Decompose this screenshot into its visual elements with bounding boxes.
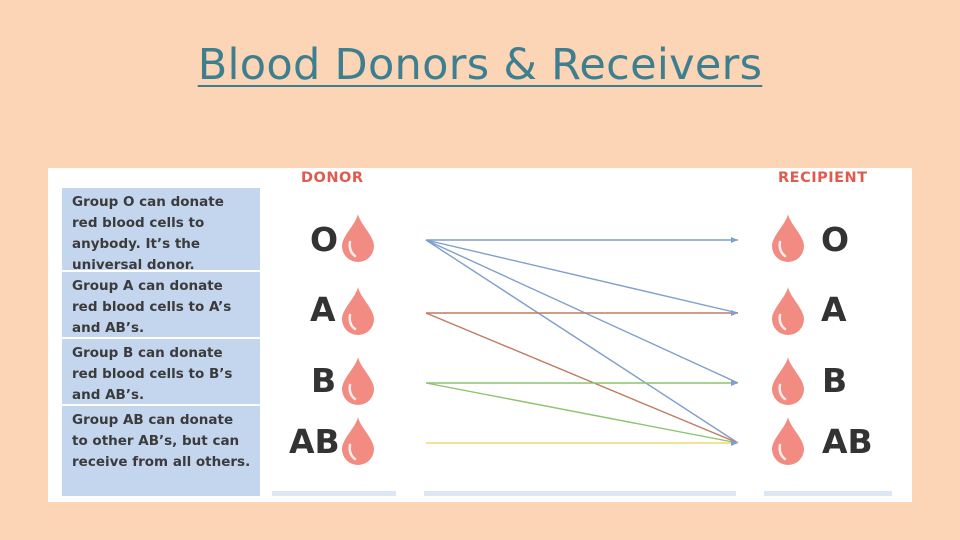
divider	[62, 404, 260, 406]
description-group-a: Group A can donate red blood cells to A’…	[72, 278, 232, 336]
donor-header: DONOR	[301, 170, 364, 186]
arrowhead	[731, 310, 738, 316]
arrowhead	[731, 380, 738, 386]
arrowhead	[731, 237, 738, 243]
donor-label-o: O	[310, 220, 339, 259]
description-group-b: Group B can donate red blood cells to B’…	[72, 345, 233, 403]
blood-drop-icon	[772, 214, 804, 262]
connection-b-to-ab	[425, 382, 739, 444]
connection-o-to-ab	[425, 239, 739, 444]
blood-drop-icon	[342, 417, 374, 465]
recipient-label-ab: AB	[822, 422, 873, 461]
donor-recipient-diagram: Group O can donate red blood cells to an…	[48, 168, 912, 502]
donor-label-b: B	[311, 361, 337, 400]
connection-o-to-a	[425, 239, 739, 314]
description-group-o: Group O can donate red blood cells to an…	[72, 194, 224, 273]
connection-lines	[425, 237, 739, 446]
recipient-label-o: O	[821, 220, 850, 259]
donor-label-ab: AB	[289, 422, 340, 461]
connection-a-to-ab	[425, 312, 739, 444]
divider	[62, 337, 260, 339]
description-group-ab: Group AB can donate to other AB’s, but c…	[72, 412, 251, 470]
blood-drop-icon	[772, 287, 804, 335]
donor-label-a: A	[310, 290, 336, 329]
blood-drop-icon	[772, 357, 804, 405]
connection-o-to-b	[425, 239, 739, 384]
blood-drop-icon	[342, 287, 374, 335]
description-panel: Group O can donate red blood cells to an…	[62, 188, 260, 496]
bottom-strip	[272, 491, 396, 496]
blood-drop-icon	[342, 357, 374, 405]
recipient-header: RECIPIENT	[778, 170, 868, 186]
blood-drop-icon	[342, 214, 374, 262]
recipient-label-a: A	[821, 290, 847, 329]
recipient-label-b: B	[822, 361, 848, 400]
bottom-strip	[424, 491, 736, 496]
bottom-strip	[764, 491, 892, 496]
divider	[62, 270, 260, 272]
arrowhead	[731, 440, 738, 446]
slide-title: Blood Donors & Receivers	[197, 40, 763, 90]
blood-drop-icon	[772, 417, 804, 465]
